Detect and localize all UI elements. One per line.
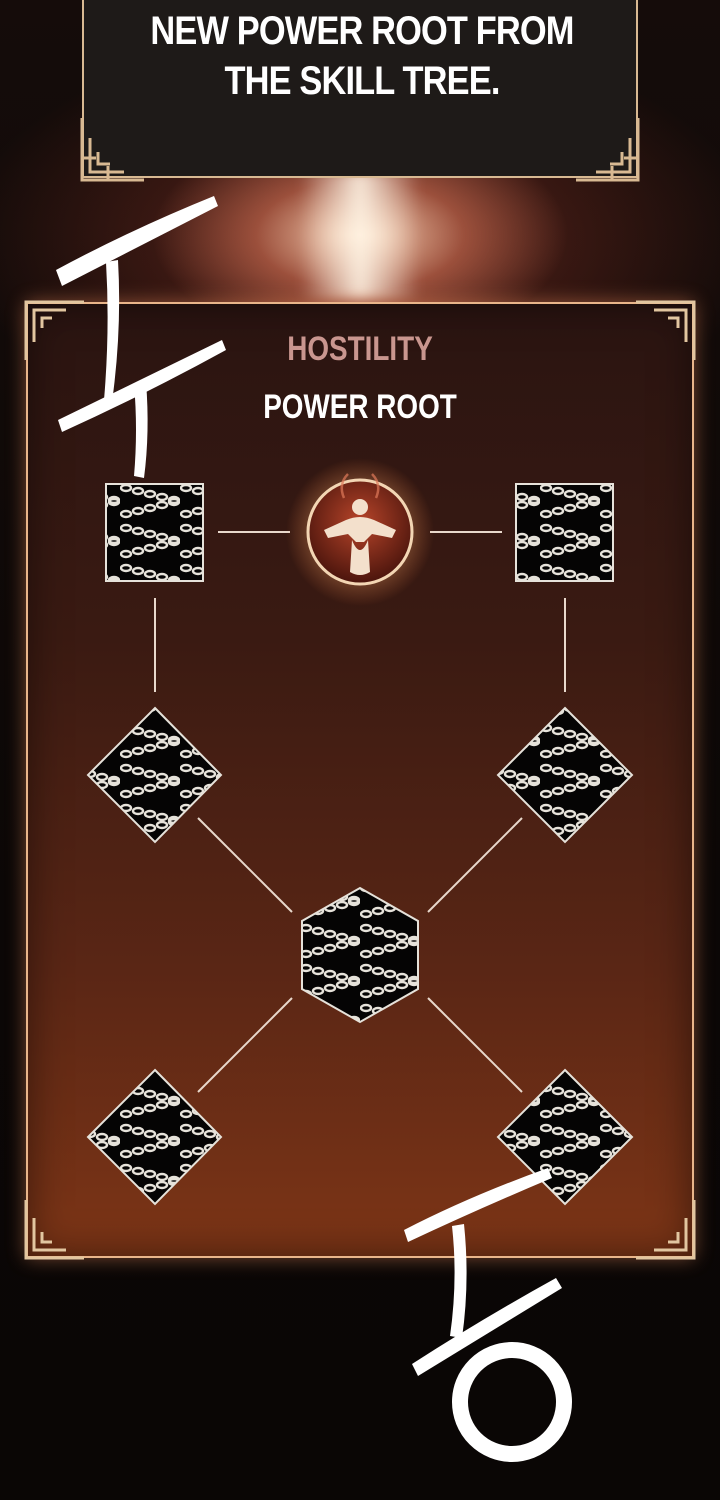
skill-tree-category: HOSTILITY bbox=[287, 330, 433, 368]
panel-corner-ornament-bottom-left bbox=[24, 1200, 84, 1260]
sound-effect-bottom-right bbox=[404, 1168, 572, 1462]
tree-connectors bbox=[154, 531, 566, 1093]
locked-node-center-hexagon[interactable] bbox=[301, 886, 419, 1024]
caption-corner-ornament-left bbox=[80, 118, 144, 182]
panel-corner-ornament-top-left bbox=[24, 300, 84, 360]
caption-corner-ornament-right bbox=[576, 118, 640, 182]
panel-corner-ornament-bottom-right bbox=[636, 1200, 696, 1260]
caption-box: NEW POWER ROOT FROM THE SKILL TREE. bbox=[82, 0, 638, 178]
center-power-root-node[interactable] bbox=[286, 458, 434, 606]
caption-line-1: NEW POWER ROOT FROM bbox=[150, 9, 574, 53]
sound-effect-top-left bbox=[56, 196, 226, 478]
caption-text: NEW POWER ROOT FROM THE SKILL TREE. bbox=[123, 6, 601, 106]
skill-tree-title: POWER ROOT bbox=[263, 388, 457, 426]
light-beam bbox=[300, 170, 420, 300]
locked-node-left-diamond-lower[interactable] bbox=[86, 1068, 223, 1206]
meditating-figure-icon bbox=[324, 499, 396, 575]
locked-node-left-diamond-upper[interactable] bbox=[86, 706, 223, 844]
caption-line-2: THE SKILL TREE. bbox=[224, 59, 500, 103]
panel-corner-ornament-top-right bbox=[636, 300, 696, 360]
locked-node-right-diamond-lower[interactable] bbox=[496, 1068, 634, 1206]
locked-node-left-square[interactable] bbox=[105, 483, 204, 582]
locked-node-right-diamond-upper[interactable] bbox=[496, 706, 634, 844]
locked-node-right-square[interactable] bbox=[515, 483, 614, 582]
